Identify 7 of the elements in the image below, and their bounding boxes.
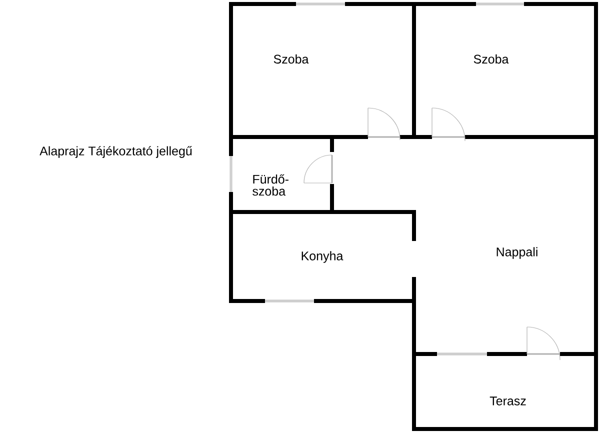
plan-title: Alaprajz Tájékoztató jellegű: [40, 146, 192, 158]
room-label: Konyha: [302, 251, 344, 263]
room-label: Szoba: [274, 54, 309, 64]
room-label: Terasz: [490, 396, 526, 406]
room-label: Szoba: [474, 54, 509, 64]
room-label: Fürdő- szoba: [252, 174, 288, 196]
room-label: Nappali: [496, 247, 538, 259]
